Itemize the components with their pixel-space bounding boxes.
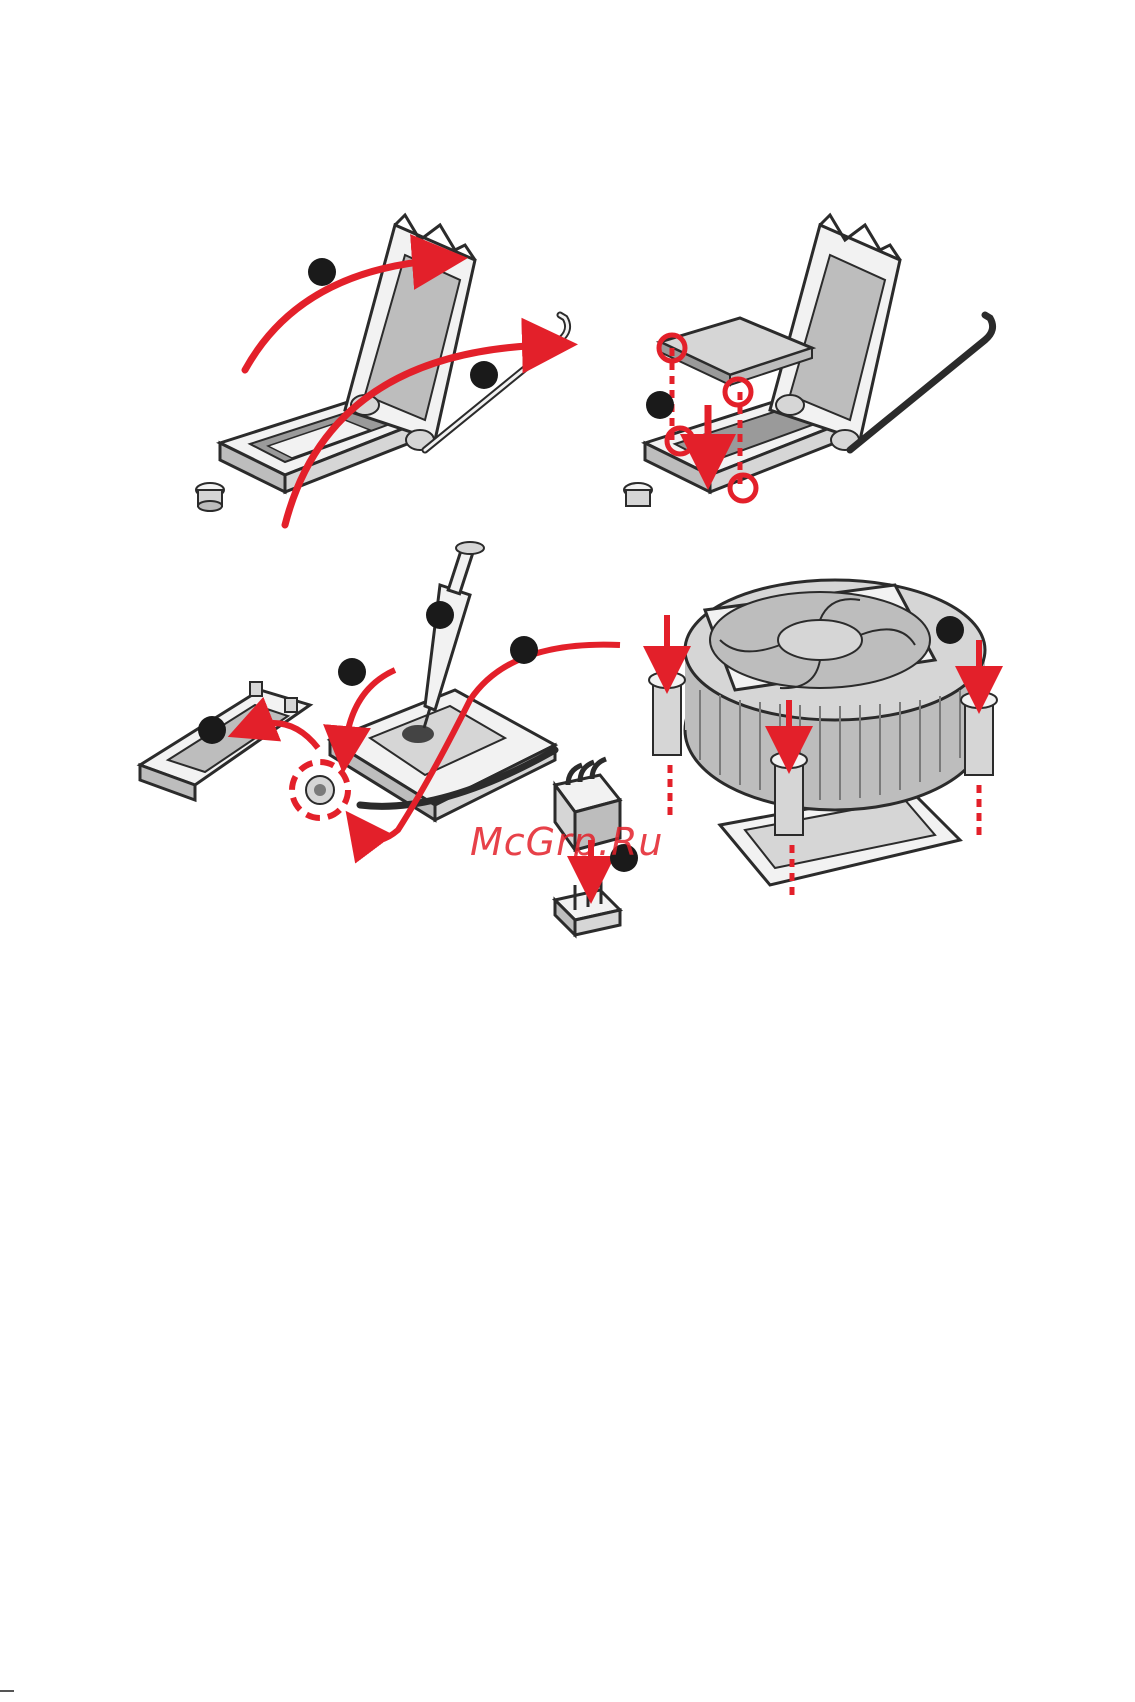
load-plate-open [345, 215, 475, 450]
panel-close-socket [140, 542, 620, 840]
fan-cable-plug [555, 759, 620, 850]
panel-insert-cpu [624, 215, 993, 506]
step-marker [308, 258, 336, 286]
step-marker [510, 636, 538, 664]
fan-header [555, 879, 620, 935]
step-marker [338, 658, 366, 686]
step-marker [936, 616, 964, 644]
step-marker [198, 716, 226, 744]
step-marker [426, 601, 454, 629]
screw-cap [196, 483, 224, 511]
step-marker [610, 844, 638, 872]
screw-cap [624, 483, 652, 506]
panel-open-socket [196, 215, 568, 525]
pnp-cover [140, 682, 310, 800]
socket-screw [306, 776, 334, 804]
panel-mount-cooler [649, 580, 997, 895]
page-corner-mark [0, 1690, 14, 1692]
panel-fan-connector [555, 759, 638, 935]
step-marker [470, 361, 498, 389]
load-plate-open [770, 215, 900, 450]
step-marker [646, 391, 674, 419]
